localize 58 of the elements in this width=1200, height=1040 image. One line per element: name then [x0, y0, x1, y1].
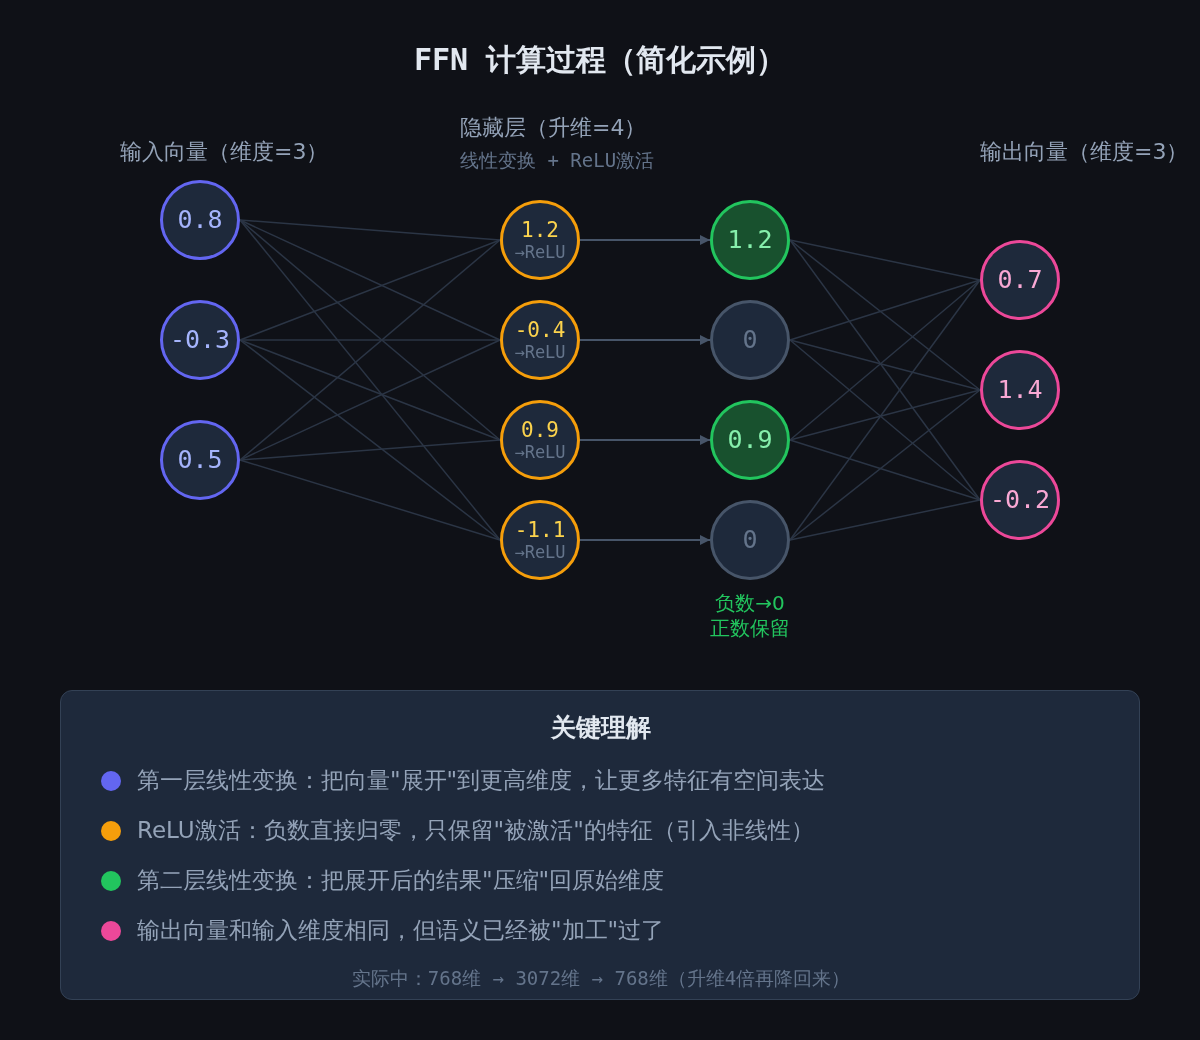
- connection-line: [789, 239, 981, 391]
- node-value: 0.7: [997, 265, 1043, 295]
- connection-line: [239, 239, 501, 341]
- legend-text: 第一层线性变换：把向量"展开"到更高维度，让更多特征有空间表达: [137, 767, 826, 795]
- connection-line: [789, 279, 981, 441]
- column-header: 输入向量（维度=3）: [120, 138, 329, 166]
- activation-label: →ReLU: [514, 341, 566, 363]
- node-value: -0.4: [514, 317, 566, 342]
- node-value: 1.2: [727, 225, 773, 255]
- connection-line: [789, 439, 981, 501]
- connection-line: [239, 219, 501, 241]
- connection-line: [239, 339, 501, 461]
- arrow: [579, 435, 711, 445]
- column-header: 输出向量（维度=3）: [980, 138, 1189, 166]
- connection-line: [789, 339, 981, 501]
- node-value: 1.2: [521, 217, 559, 242]
- annotation-text: 正数保留: [710, 616, 790, 640]
- activation-label: →ReLU: [514, 541, 566, 563]
- footnote-text: 实际中：768维 → 3072维 → 768维（升维4倍再降回来）: [351, 966, 851, 990]
- connection-line: [789, 279, 981, 541]
- connection-line: [239, 219, 501, 541]
- node-value: 0: [742, 525, 758, 555]
- legend-text: ReLU激活：负数直接归零，只保留"被激活"的特征（引入非线性）: [137, 817, 814, 845]
- arrow: [579, 235, 711, 245]
- connection-line: [789, 389, 981, 441]
- activation-label: →ReLU: [514, 441, 566, 463]
- legend-text: 输出向量和输入维度相同，但语义已经被"加工"过了: [137, 917, 665, 945]
- connection-line: [789, 239, 981, 281]
- node-value: 0.8: [177, 205, 223, 235]
- node-value: -1.1: [514, 517, 566, 542]
- connection-line: [239, 219, 501, 341]
- connection-line: [789, 239, 981, 501]
- connection-line: [789, 389, 981, 541]
- column-subtitle: 线性变换 + ReLU激活: [460, 148, 655, 172]
- connection-line: [789, 499, 981, 541]
- node-value: 0.5: [177, 445, 223, 475]
- activation-label: →ReLU: [514, 241, 566, 263]
- connection-line: [239, 239, 501, 461]
- column-header: 隐藏层（升维=4）: [460, 114, 647, 142]
- connection-line: [789, 279, 981, 341]
- arrow: [579, 335, 711, 345]
- annotation-text: 负数→0: [715, 591, 785, 615]
- connection-line: [239, 439, 501, 461]
- node-value: -0.3: [169, 325, 231, 355]
- connection-line: [789, 339, 981, 391]
- arrow: [579, 535, 711, 545]
- node-value: -0.2: [989, 485, 1051, 515]
- connection-line: [239, 339, 501, 441]
- node-value: 0.9: [727, 425, 773, 455]
- node-value: 0: [742, 325, 758, 355]
- connection-line: [239, 459, 501, 541]
- diagram-title: FFN 计算过程（简化示例）: [413, 42, 787, 78]
- panel-heading: 关键理解: [551, 713, 651, 743]
- connection-line: [239, 339, 501, 541]
- info-panel: [60, 690, 1140, 1000]
- legend-text: 第二层线性变换：把展开后的结果"压缩"回原始维度: [137, 867, 665, 895]
- node-value: 0.9: [521, 417, 559, 442]
- node-value: 1.4: [997, 375, 1043, 405]
